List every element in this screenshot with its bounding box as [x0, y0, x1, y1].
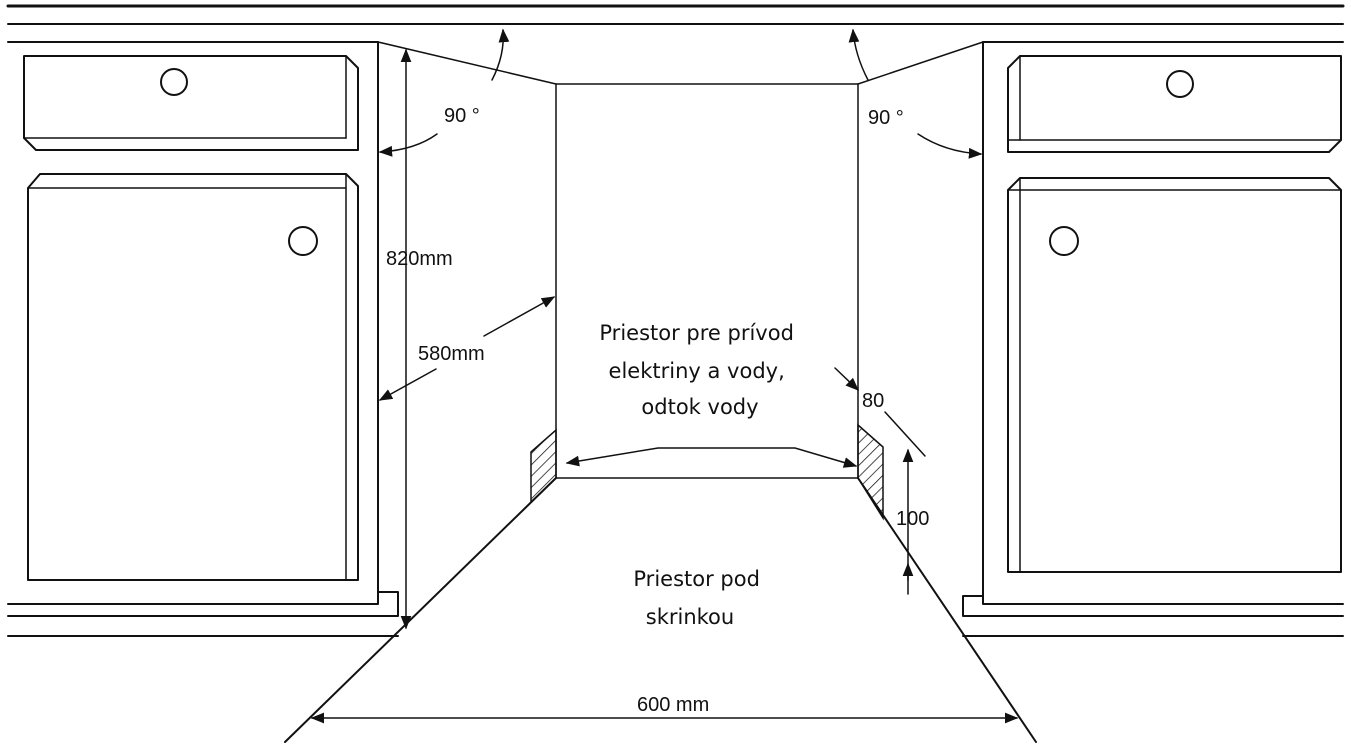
service-height-label: 100	[896, 508, 929, 530]
service-space-label: Priestor pre prívod elektriny a vody, od…	[599, 321, 800, 419]
service-space-line-1: Priestor pre prívod	[599, 321, 794, 345]
service-space-line-3: odtok vody	[641, 395, 758, 419]
left-door	[27, 173, 359, 581]
service-space-line-2: elektriny a vody,	[609, 359, 785, 383]
service-width-label: 80	[862, 390, 884, 412]
drawer-knob-left	[160, 68, 188, 96]
niche	[377, 41, 984, 597]
worktop	[6, 4, 1345, 85]
door-knob-right	[1049, 226, 1079, 256]
angle-arc-right-lower	[917, 133, 983, 159]
under-cabinet-line-1: Priestor pod	[633, 567, 760, 591]
width-label: 600 mm	[637, 694, 709, 716]
depth-label: 580mm	[418, 343, 485, 365]
under-cabinet-label: Priestor pod skrinkou	[633, 567, 766, 629]
back-width-line	[565, 447, 858, 468]
service-width-line	[884, 411, 926, 457]
right-drawer	[1007, 55, 1342, 153]
height-label: 820mm	[386, 248, 453, 270]
under-cabinet-line-2: skrinkou	[646, 605, 734, 629]
angle-label-left: 90 °	[444, 105, 480, 127]
depth-dimension-arrow-lower	[378, 368, 437, 401]
angle-label-right: 90 °	[868, 107, 904, 129]
service-width-arrow	[834, 367, 859, 391]
door-knob-left	[288, 226, 318, 256]
angle-arc-left-upper	[491, 28, 510, 81]
floor	[7, 477, 1344, 743]
depth-dimension-arrow-upper	[483, 296, 556, 337]
right-door	[1007, 177, 1342, 573]
angle-arc-left-lower	[378, 133, 438, 157]
left-drawer	[23, 55, 359, 151]
angle-arc-right-upper	[848, 28, 869, 81]
drawer-knob-right	[1166, 70, 1194, 98]
hatched-block-right	[857, 423, 884, 521]
